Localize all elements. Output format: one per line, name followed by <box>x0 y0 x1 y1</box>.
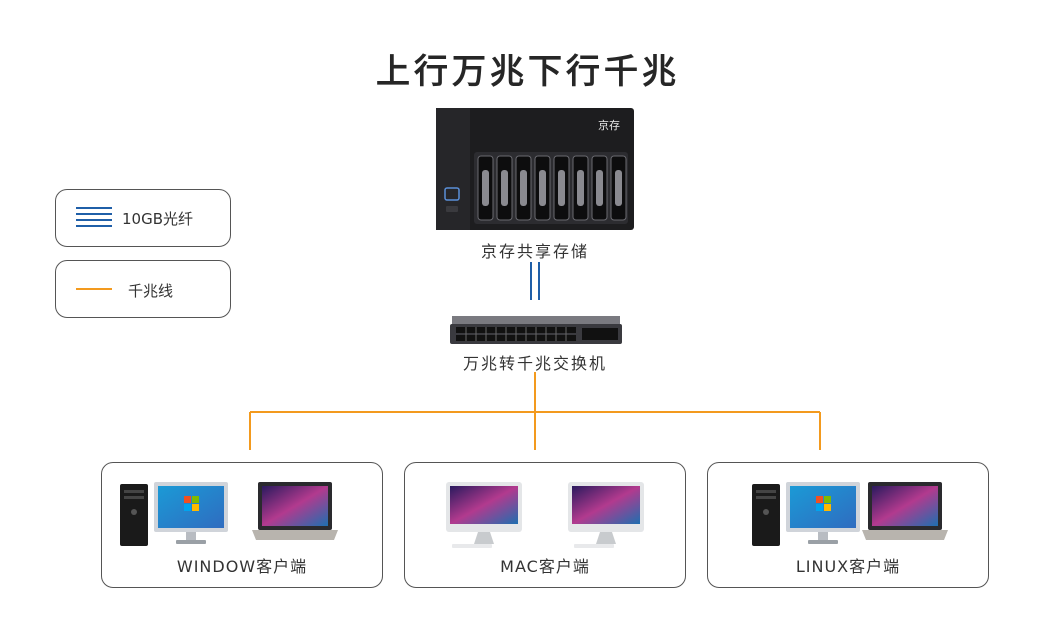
linux-monitor-icon <box>786 482 860 544</box>
keyboard-icon <box>452 544 614 548</box>
legend-copper-label: 千兆线 <box>128 282 174 300</box>
imac-icon <box>568 482 644 544</box>
client-group-linux: LINUX客户端 <box>707 462 989 588</box>
fiber-legend-icon <box>76 207 112 227</box>
page-title: 上行万兆下行千兆 <box>376 52 680 92</box>
client-group-windows: WINDOW客户端 <box>101 462 383 588</box>
fiber-link <box>530 262 540 300</box>
storage-brand: 京存 <box>598 119 620 132</box>
client-label: LINUX客户端 <box>795 557 901 576</box>
client-label: WINDOW客户端 <box>176 557 308 576</box>
imac-icon <box>446 482 522 544</box>
linux-tower-icon <box>752 484 780 546</box>
switch-label: 万兆转千兆交换机 <box>462 354 607 373</box>
storage-label: 京存共享存储 <box>480 242 589 261</box>
laptop-icon <box>252 482 338 540</box>
network-switch-device <box>450 316 622 344</box>
legend-fiber-label: 10GB光纤 <box>122 210 194 228</box>
windows-monitor-icon <box>154 482 228 544</box>
laptop-icon <box>862 482 948 540</box>
legend-fiber: 10GB光纤 <box>55 189 231 247</box>
windows-tower-icon <box>120 484 148 546</box>
client-group-mac: MAC客户端 <box>404 462 686 588</box>
legend-copper: 千兆线 <box>55 260 231 318</box>
copper-tree <box>249 372 821 450</box>
nas-storage-device <box>436 108 634 230</box>
client-label: MAC客户端 <box>500 557 590 576</box>
